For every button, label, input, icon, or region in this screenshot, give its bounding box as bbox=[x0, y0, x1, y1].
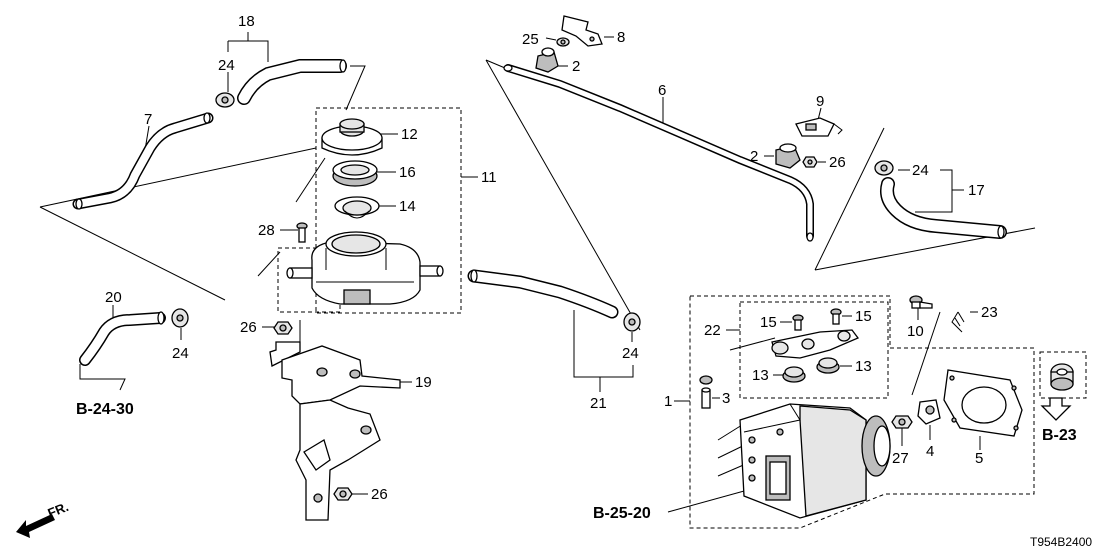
clip-2-upper bbox=[535, 47, 559, 73]
front-direction-arrow-icon bbox=[16, 514, 55, 538]
callout-24: 24 bbox=[912, 162, 929, 179]
nut-26-upper bbox=[273, 321, 293, 335]
parts bbox=[72, 15, 1074, 521]
modulator-group-box bbox=[689, 295, 1035, 529]
callout-15: 15 bbox=[760, 314, 777, 331]
callout-28: 28 bbox=[258, 222, 275, 239]
callout-5: 5 bbox=[975, 450, 983, 467]
reservoir-cap-12 bbox=[321, 118, 383, 156]
callout-3: 3 bbox=[722, 390, 730, 407]
screw-15-left bbox=[792, 314, 804, 331]
bracket-22 bbox=[771, 329, 860, 359]
group-boxes bbox=[277, 107, 1087, 529]
callout-17: 17 bbox=[968, 182, 985, 199]
callout-11: 11 bbox=[481, 169, 497, 186]
nut-25 bbox=[556, 37, 570, 47]
callout-27: 27 bbox=[892, 450, 909, 467]
bracket-19 bbox=[269, 320, 401, 521]
callout-26: 26 bbox=[371, 486, 388, 503]
callout-25: 25 bbox=[522, 31, 539, 48]
booster-assembly-1 bbox=[739, 403, 891, 519]
callout-23: 23 bbox=[981, 304, 998, 321]
callout-labels: 18 24 7 12 16 11 14 28 20 26 24 19 26 25… bbox=[105, 13, 998, 503]
clip-2-mid bbox=[775, 143, 801, 169]
callout-19: 19 bbox=[415, 374, 432, 391]
callout-8: 8 bbox=[617, 29, 625, 46]
callout-26: 26 bbox=[240, 319, 257, 336]
bracket-8 bbox=[561, 15, 603, 47]
reservoir-group-box bbox=[315, 107, 462, 314]
callout-10: 10 bbox=[907, 323, 924, 340]
ref-b-23: B-23 bbox=[1042, 427, 1077, 444]
bracket-9 bbox=[795, 117, 843, 137]
callout-18: 18 bbox=[238, 13, 255, 30]
callout-4: 4 bbox=[926, 443, 934, 460]
callout-16: 16 bbox=[399, 164, 416, 181]
bracket-4 bbox=[917, 399, 941, 425]
callout-21: 21 bbox=[590, 395, 607, 412]
reservoir-tank bbox=[286, 231, 444, 305]
callout-2: 2 bbox=[572, 58, 580, 75]
callout-14: 14 bbox=[399, 198, 416, 215]
fitting-3 bbox=[699, 375, 713, 409]
grommet-13-left bbox=[782, 366, 806, 383]
section-references: B-24-30 B-25-20 B-23 bbox=[76, 401, 1077, 522]
callout-26: 26 bbox=[829, 154, 846, 171]
bolt-10 bbox=[909, 295, 933, 309]
ref-b-24-30: B-24-30 bbox=[76, 401, 134, 418]
gasket-5 bbox=[943, 369, 1023, 437]
bracket-group-box bbox=[739, 301, 889, 399]
ref-b-25-20: B-25-20 bbox=[593, 505, 651, 522]
callout-2: 2 bbox=[750, 148, 758, 165]
callout-12: 12 bbox=[401, 126, 418, 143]
callout-13: 13 bbox=[752, 367, 769, 384]
filter-16 bbox=[332, 160, 378, 187]
b23-box bbox=[1039, 351, 1087, 399]
callout-24: 24 bbox=[172, 345, 189, 362]
nut-27 bbox=[891, 415, 913, 429]
callout-1: 1 bbox=[664, 393, 672, 410]
callout-22: 22 bbox=[704, 322, 721, 339]
nut-26-right bbox=[802, 156, 818, 168]
callout-13: 13 bbox=[855, 358, 872, 375]
screw-15-right bbox=[830, 308, 842, 325]
front-direction-label: FR. bbox=[46, 499, 71, 521]
callout-15: 15 bbox=[855, 308, 872, 325]
b23-part-icon bbox=[1050, 363, 1074, 391]
drawing-code: T954B2400 bbox=[1030, 535, 1092, 549]
callout-24: 24 bbox=[622, 345, 639, 362]
leader-lines bbox=[39, 32, 1057, 513]
callout-24: 24 bbox=[218, 57, 235, 74]
nut-26-lower bbox=[333, 487, 353, 501]
callout-20: 20 bbox=[105, 289, 122, 306]
bolt-28 bbox=[296, 222, 308, 243]
callout-9: 9 bbox=[816, 93, 824, 110]
grommet-13-right bbox=[816, 357, 840, 374]
b23-arrow-icon bbox=[1040, 397, 1072, 421]
strainer-14 bbox=[334, 196, 380, 219]
pin-23 bbox=[951, 311, 965, 333]
callout-6: 6 bbox=[658, 82, 666, 99]
callout-7: 7 bbox=[144, 111, 152, 128]
